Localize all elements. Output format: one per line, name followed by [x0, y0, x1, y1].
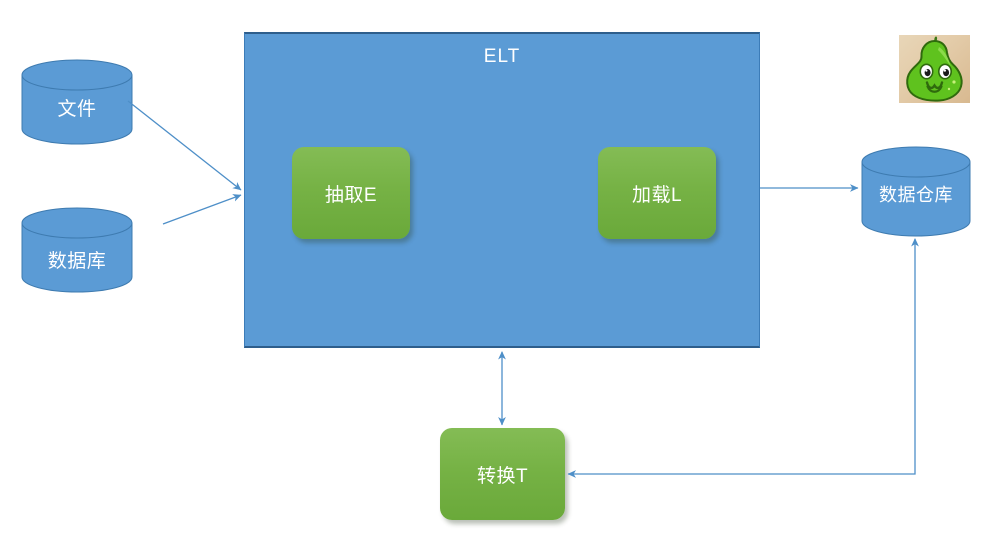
gourd-mascot-icon	[906, 36, 963, 102]
step-label-load: 加载L	[631, 184, 683, 206]
cylinder-shape-warehouse	[861, 146, 971, 237]
cylinder-shape-database	[21, 207, 133, 293]
gourd-mascot-logo	[899, 35, 970, 103]
step-label-transform: 转换T	[476, 465, 529, 487]
connector-database-to-elt	[162, 194, 242, 225]
target-cylinder-warehouse[interactable]: 数据仓库	[861, 146, 971, 238]
source-cylinder-file[interactable]: 文件	[21, 59, 133, 145]
source-cylinder-database[interactable]: 数据库	[21, 207, 133, 293]
step-box-transform[interactable]: 转换T	[440, 428, 565, 520]
step-label-extract: 抽取E	[324, 184, 378, 206]
connector-file-to-elt	[127, 100, 242, 191]
step-box-load[interactable]: 加载L	[598, 147, 716, 239]
elt-title: ELT	[483, 46, 521, 67]
cylinder-shape-file	[21, 59, 133, 145]
step-box-extract[interactable]: 抽取E	[292, 147, 410, 239]
